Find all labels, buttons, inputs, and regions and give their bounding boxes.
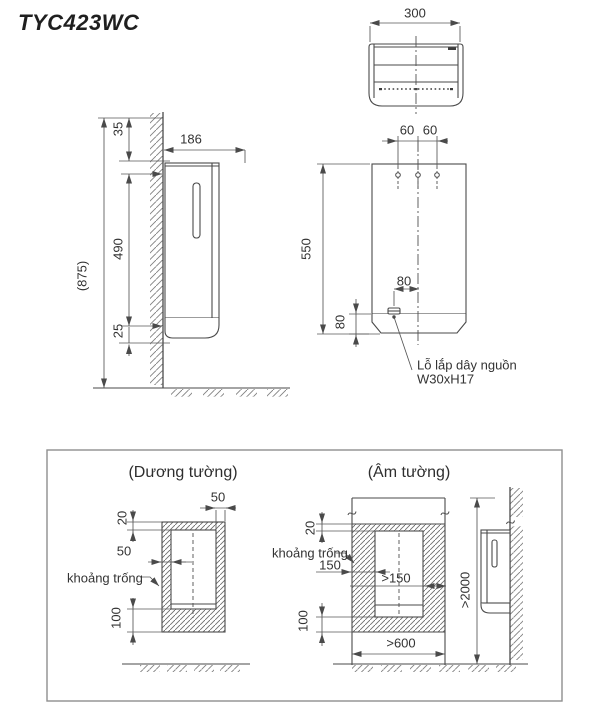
dryer-side-skirt [164,318,220,339]
dryer-front-body [371,163,467,315]
recessed-dim-width-min: >600 [386,635,416,651]
dim-side-top-offset: 35 [110,121,126,137]
surface-mount-frame [161,521,226,633]
mounting-hole [434,172,440,178]
page-title: TYC423WC [18,10,140,35]
dryer-front-skirt [371,314,467,334]
break-symbol [347,511,357,516]
mounting-hole [395,172,401,178]
installation-note-box [46,449,563,702]
sensor-slot-recess-side [491,539,498,568]
dim-top-width: 300 [404,5,426,21]
cable-note-line2: W30xH17 [417,371,475,387]
dim-side-depth: 186 [180,131,202,147]
recessed-dim-side: 150 [319,557,341,573]
dryer-side-body [164,162,220,319]
dim-hole-spacing-right: 60 [422,122,438,138]
surface-clearance-label: khoảng trống [67,570,143,586]
recessed-dim-height-min: >2000 [457,571,473,609]
surface-dim-bottom: 100 [108,607,124,629]
break-symbol [440,511,450,516]
recessed-dim-bottom: 100 [295,610,311,632]
recessed-dim-side-min: >150 [381,570,411,586]
surface-mount-unit [170,529,217,610]
surface-dim-side: 50 [210,489,226,505]
dim-cable-offset-y: 80 [332,314,348,330]
recessed-mount-wall-hatch [352,524,445,632]
dim-front-height: 550 [298,238,314,260]
dim-side-total-height: (875) [74,260,90,292]
wall-hatch-side-view [150,113,163,385]
surface-dim-top: 20 [114,510,130,526]
surface-mount-title: (Dương tường) [128,464,238,481]
break-symbol [506,520,515,525]
recessed-mount-title: (Âm tường) [367,464,451,481]
cable-note-line1: Lỗ lắp dây nguồn [417,357,517,373]
dim-side-mount-height: 490 [110,238,126,260]
recessed-clearance-label: khoảng trống [272,545,348,561]
dim-cable-offset-x: 80 [396,273,412,289]
surface-mount-clearance-hatch [162,522,225,632]
sensor-slot-side [192,182,201,239]
recess-niche [374,530,424,618]
surface-dim-left: 50 [116,543,132,559]
dim-hole-spacing-left: 60 [399,122,415,138]
recessed-dim-top: 20 [302,520,318,536]
mounting-hole [415,172,421,178]
dim-side-bottom-offset: 25 [110,323,126,339]
